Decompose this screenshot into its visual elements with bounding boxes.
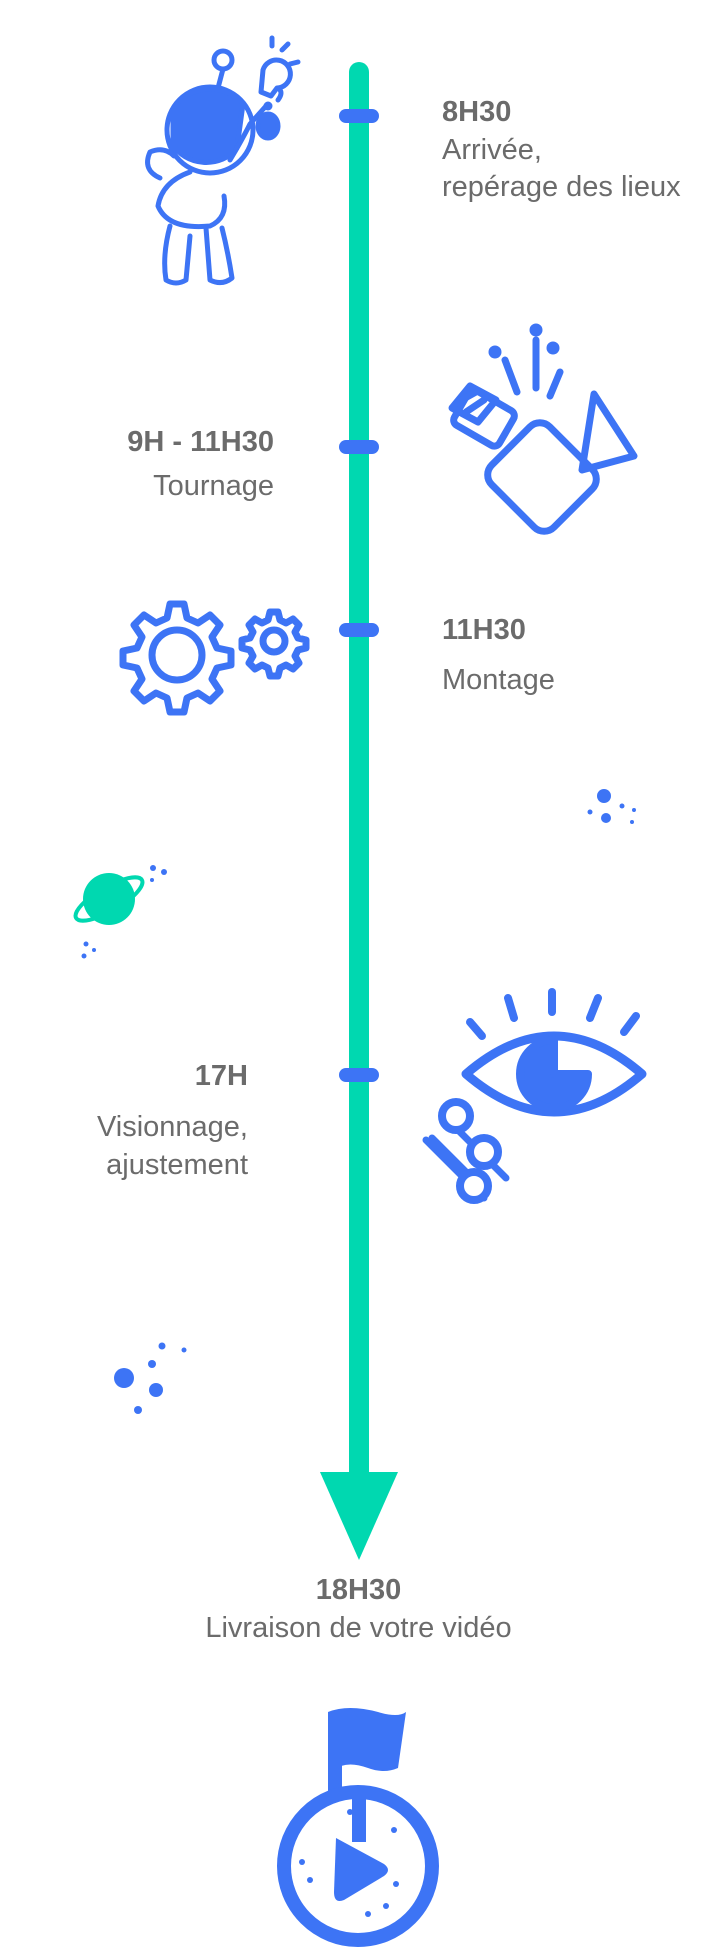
step-description: Arrivée, repérage des lieux (442, 134, 681, 203)
timeline-arrow (320, 62, 398, 1560)
step-time: 18H30 (315, 1574, 402, 1606)
timeline-ticks (339, 109, 379, 1082)
flag-play-badge-icon (277, 1708, 439, 1947)
astronaut-lightbulb-icon (145, 35, 301, 286)
step-description: Livraison de votre vidéo (205, 1612, 512, 1644)
dots-icon-2 (114, 1342, 187, 1414)
clapperboard-camera-icon (448, 323, 638, 535)
step-description: Tournage (153, 470, 274, 502)
step-time: 17H (194, 1060, 248, 1092)
eye-sliders-icon (422, 988, 647, 1204)
dots-icon (587, 789, 636, 824)
step-18h30: 18H30 Livraison de votre vidéo (100, 1572, 617, 1647)
step-description: Montage (442, 664, 555, 696)
step-description: Visionnage, ajustement (96, 1111, 248, 1181)
step-time: 8H30 (442, 96, 512, 128)
step-9h-11h30: 9H - 11H30 Tournage (127, 424, 274, 505)
step-time: 9H - 11H30 (127, 426, 274, 458)
step-time: 11H30 (442, 614, 526, 646)
planet-icon (73, 865, 167, 959)
step-8h30: 8H30 Arrivée, repérage des lieux (442, 94, 681, 206)
step-11h30: 11H30 Montage (442, 612, 555, 699)
step-17h: 17H Visionnage, ajustement (97, 1058, 248, 1184)
gears-icon (119, 600, 310, 716)
